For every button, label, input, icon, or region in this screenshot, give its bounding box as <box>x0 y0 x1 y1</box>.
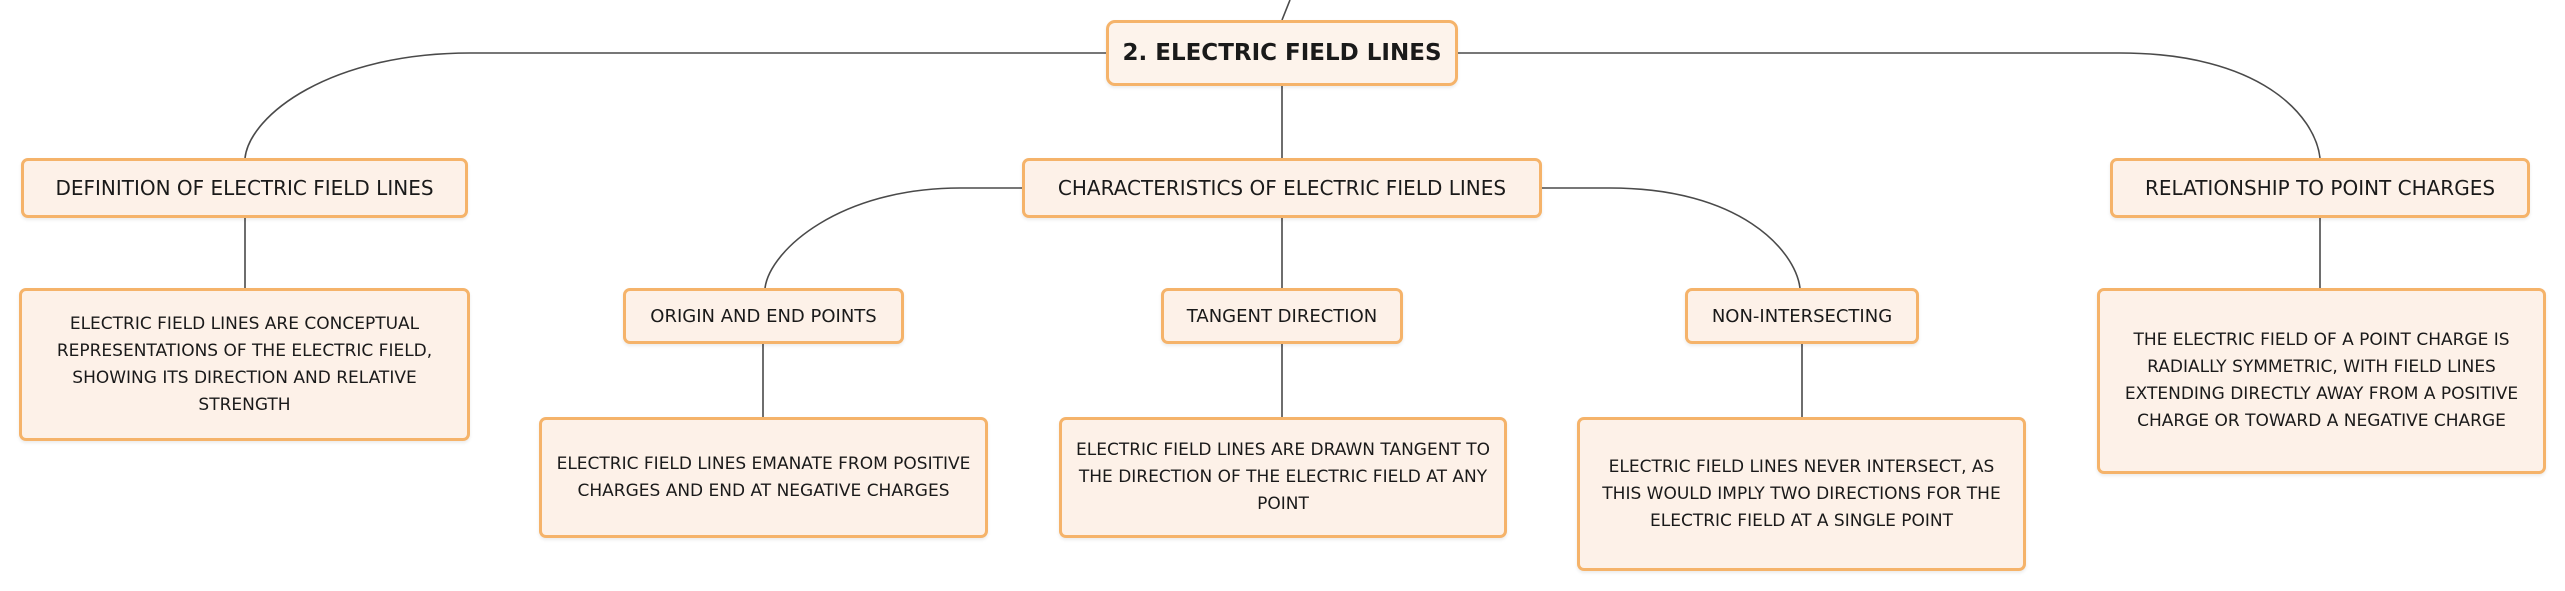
relationship-detail-node[interactable]: THE ELECTRIC FIELD OF A POINT CHARGE IS … <box>2097 288 2546 474</box>
origin-detail-node[interactable]: ELECTRIC FIELD LINES EMANATE FROM POSITI… <box>539 417 988 538</box>
connector-root-to-relationship <box>1458 52 2321 159</box>
connector-characteristics-to-origin <box>764 187 1022 289</box>
definition-node[interactable]: DEFINITION OF ELECTRIC FIELD LINES <box>21 158 468 218</box>
tangent-detail-text: ELECTRIC FIELD LINES ARE DRAWN TANGENT T… <box>1076 440 1490 514</box>
characteristics-label: CHARACTERISTICS OF ELECTRIC FIELD LINES <box>1057 176 1507 200</box>
nonintersecting-label: NON-INTERSECTING <box>1711 305 1893 327</box>
connector-characteristics-to-nonintersecting <box>1542 187 1801 289</box>
origin-detail-text: ELECTRIC FIELD LINES EMANATE FROM POSITI… <box>556 453 971 501</box>
origin-node[interactable]: ORIGIN AND END POINTS <box>623 288 904 344</box>
definition-detail-node[interactable]: ELECTRIC FIELD LINES ARE CONCEPTUAL REPR… <box>19 288 470 441</box>
relationship-label: RELATIONSHIP TO POINT CHARGES <box>2144 176 2496 200</box>
definition-detail-text: ELECTRIC FIELD LINES ARE CONCEPTUAL REPR… <box>56 313 433 415</box>
root-node[interactable]: 2. ELECTRIC FIELD LINES <box>1106 20 1458 86</box>
nonintersecting-detail-text: ELECTRIC FIELD LINES NEVER INTERSECT, AS… <box>1602 456 2001 531</box>
tangent-label: TANGENT DIRECTION <box>1186 305 1378 327</box>
connector-root-to-definition <box>244 52 1106 159</box>
root-title: 2. ELECTRIC FIELD LINES <box>1122 40 1442 66</box>
tangent-node[interactable]: TANGENT DIRECTION <box>1161 288 1403 344</box>
characteristics-node[interactable]: CHARACTERISTICS OF ELECTRIC FIELD LINES <box>1022 158 1542 218</box>
relationship-node[interactable]: RELATIONSHIP TO POINT CHARGES <box>2110 158 2530 218</box>
relationship-detail-text: THE ELECTRIC FIELD OF A POINT CHARGE IS … <box>2124 330 2519 431</box>
nonintersecting-node[interactable]: NON-INTERSECTING <box>1685 288 1919 344</box>
definition-label: DEFINITION OF ELECTRIC FIELD LINES <box>55 176 434 200</box>
tangent-detail-node[interactable]: ELECTRIC FIELD LINES ARE DRAWN TANGENT T… <box>1059 417 1507 538</box>
nonintersecting-detail-node[interactable]: ELECTRIC FIELD LINES NEVER INTERSECT, AS… <box>1577 417 2026 571</box>
connector-parent-to-root <box>1281 0 1291 21</box>
origin-label: ORIGIN AND END POINTS <box>650 305 877 327</box>
